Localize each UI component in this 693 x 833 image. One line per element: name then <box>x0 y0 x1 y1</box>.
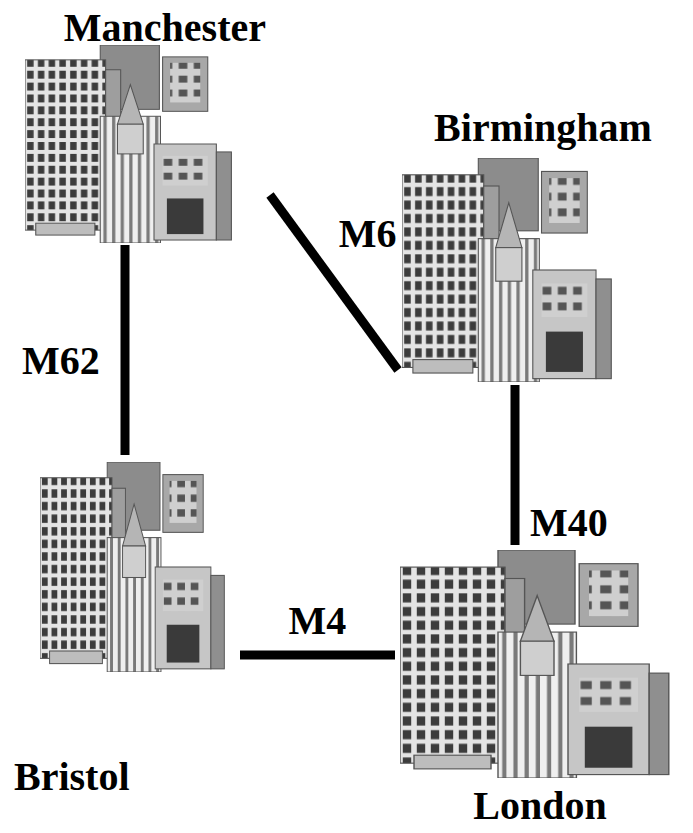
city-name: Birmingham <box>434 105 652 151</box>
road-line <box>240 651 395 660</box>
city-buildings <box>400 550 669 778</box>
road-label: M40 <box>527 501 611 545</box>
road-label: M62 <box>19 339 103 383</box>
city-node: Birmingham <box>398 105 688 385</box>
city-node: Bristol <box>10 455 240 800</box>
city-name: Bristol <box>14 754 130 800</box>
city-buildings <box>402 158 611 382</box>
city-node: London <box>395 545 685 833</box>
road-line <box>511 385 520 545</box>
city-buildings <box>25 45 231 243</box>
road-label: M6 <box>336 212 400 256</box>
city-name: Manchester <box>64 5 266 51</box>
city-node: Manchester <box>25 5 270 245</box>
city-name: London <box>473 783 606 829</box>
road-label: M4 <box>286 599 350 643</box>
city-buildings <box>40 462 224 672</box>
road-line <box>121 245 130 455</box>
